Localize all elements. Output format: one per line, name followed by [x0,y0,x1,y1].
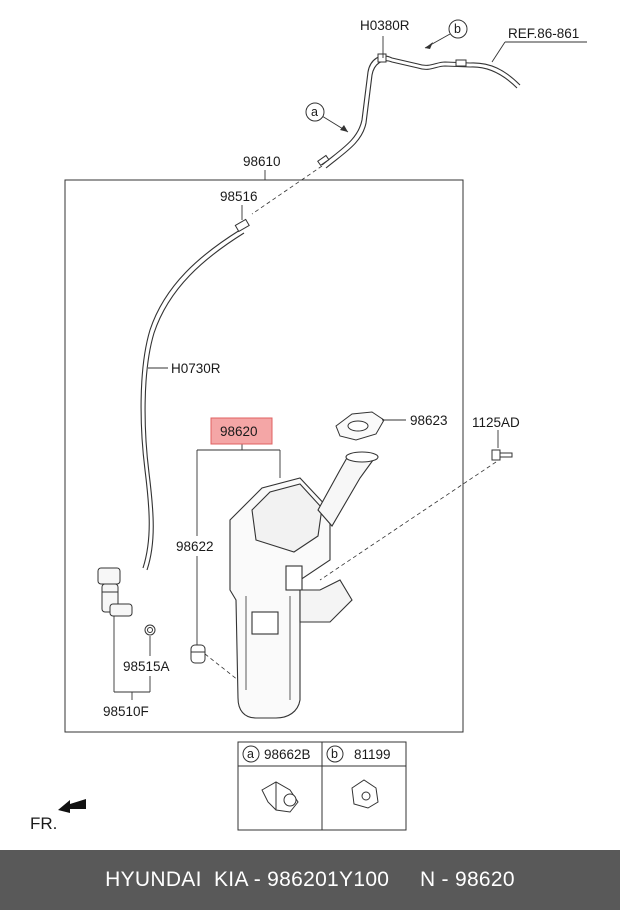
clip-b-drawing [351,779,379,809]
label-98622: 98622 [176,539,214,554]
legend-a-part: 98662B [264,747,311,762]
hose-h0730r [140,229,245,571]
callout-b-top: b [454,22,461,36]
front-label: FR. [30,814,57,833]
callout-a-top: a [311,105,318,119]
reservoir-cap [335,411,385,441]
label-h0380r: H0380R [360,18,410,33]
legend-b-key: b [331,747,338,761]
legend-table: a 98662B b 81199 [237,741,407,831]
reservoir-tank [229,451,379,719]
clip-a-drawing [261,781,299,813]
legend-a-key: a [247,747,254,761]
label-98516: 98516 [220,189,258,204]
callout-circle-b-top [448,19,468,39]
upper-hose [321,55,521,169]
parts-diagram: H0380R b REF.86-861 a 98610 98516 H0730R… [30,18,587,833]
check-valve [234,218,250,233]
washer-pump [97,567,133,617]
label-98510f: 98510F [103,704,149,719]
label-98610: 98610 [243,154,281,169]
part-number-footer: HYUNDAI KIA - 986201Y100 N - 98620 [0,850,620,910]
front-indicator: FR. [30,799,86,833]
label-98623: 98623 [410,413,448,428]
grommet [190,644,206,664]
legend-b-part: 81199 [354,747,391,762]
label-98620: 98620 [220,424,258,439]
label-ref: REF.86-861 [508,26,579,41]
footer-text: HYUNDAI KIA - 986201Y100 N - 98620 [105,868,515,891]
pump-seal [144,624,156,636]
mounting-bolt [491,449,513,461]
highlight-98620 [210,417,273,445]
front-arrow-icon [58,799,86,813]
label-h0730r: H0730R [171,361,221,376]
label-98515a: 98515A [123,659,170,674]
callout-circle-a-top [305,102,325,122]
label-1125ad: 1125AD [472,415,520,430]
assembly-frame [64,179,464,733]
